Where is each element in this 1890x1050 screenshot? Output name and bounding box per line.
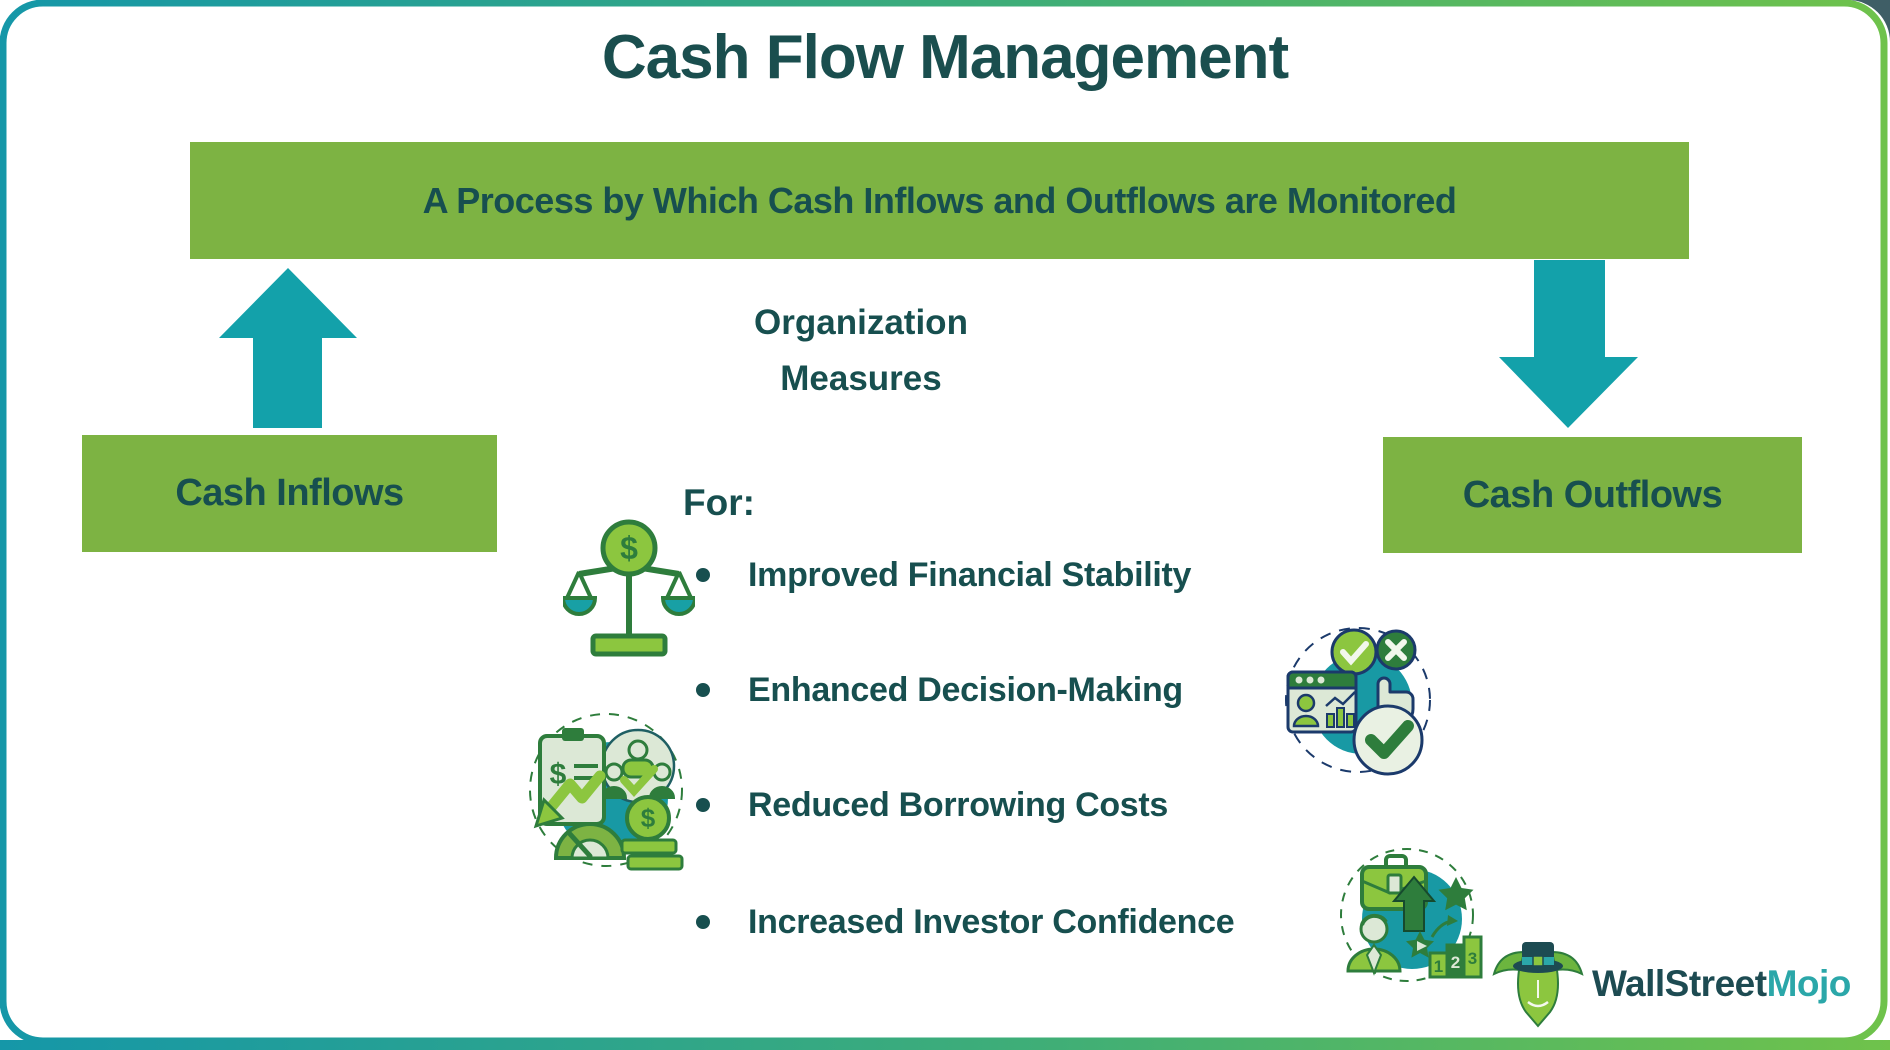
- investor-growth-icon: 1 2 3: [1340, 848, 1483, 982]
- benefit-item: Enhanced Decision-Making: [696, 664, 1183, 716]
- svg-text:$: $: [641, 803, 656, 833]
- cash-outflows-label: Cash Outflows: [1462, 473, 1723, 516]
- bullet-dot: [696, 798, 710, 812]
- page-title: Cash Flow Management: [601, 23, 1289, 92]
- cash-inflows-box: Cash Inflows: [82, 435, 497, 552]
- benefit-item: Improved Financial Stability: [696, 549, 1191, 601]
- process-banner-text: A Process by Which Cash Inflows and Outf…: [422, 179, 1457, 221]
- svg-text:3: 3: [1468, 949, 1477, 968]
- benefit-item: Reduced Borrowing Costs: [696, 779, 1168, 831]
- organization-line: Organization: [754, 303, 968, 342]
- benefit-label: Improved Financial Stability: [748, 555, 1192, 594]
- benefit-item: Increased Investor Confidence: [696, 896, 1235, 948]
- svg-text:1: 1: [1434, 957, 1443, 976]
- measures-line: Measures: [780, 359, 942, 398]
- organization-measures-text: Organization Measures: [641, 295, 1081, 407]
- wordmark-primary: WallStreet: [1592, 963, 1767, 1004]
- cash-planning-icon: $ $: [529, 713, 684, 871]
- balance-scale-icon: $: [563, 519, 695, 657]
- bullet-dot: [696, 915, 710, 929]
- wallstreetmojo-wordmark: WallStreetMojo: [1592, 963, 1851, 1005]
- bullet-dot: [696, 568, 710, 582]
- cash-outflows-box: Cash Outflows: [1383, 437, 1802, 553]
- benefit-label: Reduced Borrowing Costs: [748, 785, 1169, 824]
- cash-inflows-label: Cash Inflows: [175, 472, 404, 514]
- benefit-label: Enhanced Decision-Making: [748, 670, 1183, 709]
- decision-check-icon: [1285, 627, 1431, 776]
- bullet-dot: [696, 683, 710, 697]
- wallstreetmojo-bull-icon: [1492, 942, 1584, 1028]
- down-arrow-icon: [1499, 260, 1638, 428]
- svg-text:2: 2: [1451, 953, 1460, 972]
- svg-text:$: $: [620, 530, 638, 566]
- wordmark-accent: Mojo: [1766, 963, 1852, 1004]
- up-arrow-icon: [219, 268, 357, 428]
- process-banner: A Process by Which Cash Inflows and Outf…: [190, 142, 1689, 259]
- bottom-gradient-bar: [0, 1040, 1890, 1050]
- benefit-label: Increased Investor Confidence: [748, 902, 1235, 941]
